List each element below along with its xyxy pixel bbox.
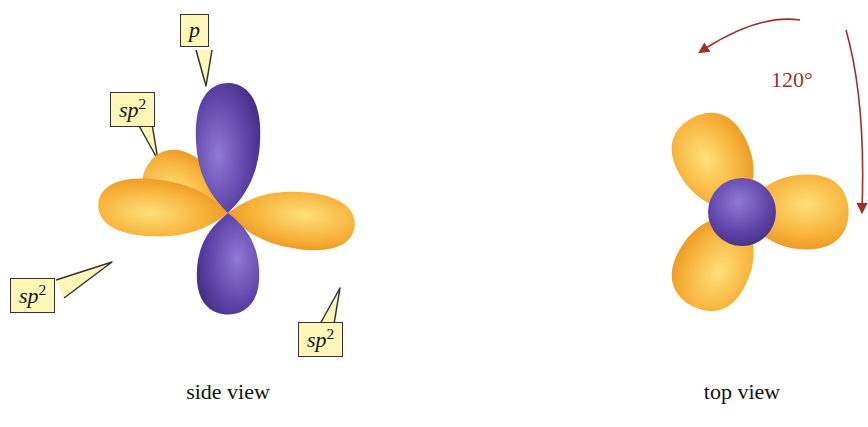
angle-arrowhead — [861, 204, 863, 212]
callout-box: sp2 — [110, 92, 155, 127]
side-view-orbitals — [96, 83, 357, 314]
callout-box: p — [180, 14, 209, 47]
orbital-label: p — [189, 17, 200, 42]
callout-box: sp2 — [298, 322, 343, 357]
angle-label: 120° — [771, 67, 813, 93]
callout-pointer — [138, 124, 158, 160]
callout-pointer — [196, 50, 212, 86]
view-caption: side view — [186, 379, 270, 405]
callout-pointer — [320, 288, 340, 324]
orbital-label: sp2 — [19, 283, 46, 308]
callout-pointer — [56, 262, 112, 298]
view-caption: top view — [704, 379, 780, 405]
angle-arrowhead — [700, 48, 706, 52]
angle-arc — [706, 19, 863, 210]
orbital-label: sp2 — [119, 97, 146, 122]
top-view-orbitals — [659, 100, 849, 323]
orbital-label: sp2 — [307, 327, 334, 352]
callout-box: sp2 — [10, 278, 55, 313]
